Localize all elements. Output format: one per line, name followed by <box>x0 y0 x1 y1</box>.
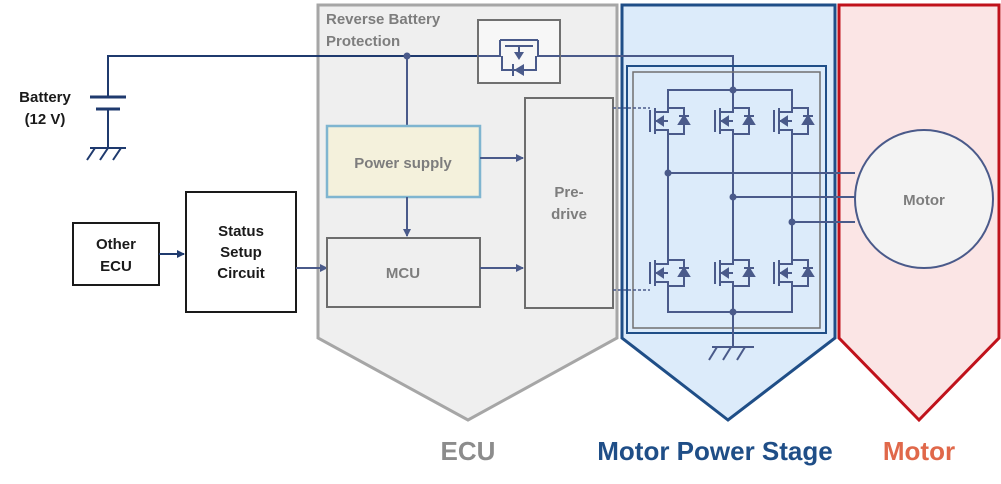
motor-circle-label: Motor <box>903 192 945 209</box>
mosfet-low-w <box>773 256 815 290</box>
battery-wire <box>107 55 478 97</box>
mosfet-high-v <box>714 104 756 138</box>
motor-power-stage-section <box>620 3 837 422</box>
mosfet-high-u <box>649 104 691 138</box>
other-ecu-box <box>72 222 160 286</box>
reverse-battery-protection-label-line2: Protection <box>326 33 400 50</box>
motor-circle <box>854 129 994 269</box>
inverter-junctions <box>664 86 796 316</box>
status-setup-label-line1: Status <box>218 223 264 240</box>
reverse-protection-mosfet <box>477 19 561 84</box>
predrive-label-line1: Pre- <box>554 184 583 201</box>
mcu-label: MCU <box>386 265 420 282</box>
gate-drive-lines <box>613 107 650 291</box>
ecu-section-title: ECU <box>441 436 496 466</box>
wire-junction <box>403 52 411 60</box>
battery-symbol <box>86 95 126 161</box>
motor-power-stage-section-title: Motor Power Stage <box>597 436 832 466</box>
mosfet-low-v <box>714 256 756 290</box>
status-setup-circuit-box <box>185 191 297 313</box>
predrive-box <box>524 97 614 309</box>
power-stage-inner-frame <box>632 71 821 329</box>
battery-label-line1: Battery <box>19 89 71 106</box>
power-stage-ground <box>708 346 754 361</box>
other-ecu-label-line2: ECU <box>100 258 132 275</box>
mosfet-high-w <box>773 104 815 138</box>
predrive-label-line2: drive <box>551 206 587 223</box>
reverse-battery-protection-label-line1: Reverse Battery <box>326 11 441 28</box>
other-ecu-label-line1: Other <box>96 236 136 253</box>
power-supply-box <box>325 124 482 199</box>
status-setup-label-line3: Circuit <box>217 265 265 282</box>
battery-label-line2: (12 V) <box>25 111 66 128</box>
power-stage-outer-frame <box>626 65 827 334</box>
status-setup-label-line2: Setup <box>220 244 262 261</box>
mosfet-low-u <box>649 256 691 290</box>
mcu-box <box>326 237 481 308</box>
power-supply-label: Power supply <box>354 155 452 172</box>
motor-section-title: Motor <box>883 436 955 466</box>
